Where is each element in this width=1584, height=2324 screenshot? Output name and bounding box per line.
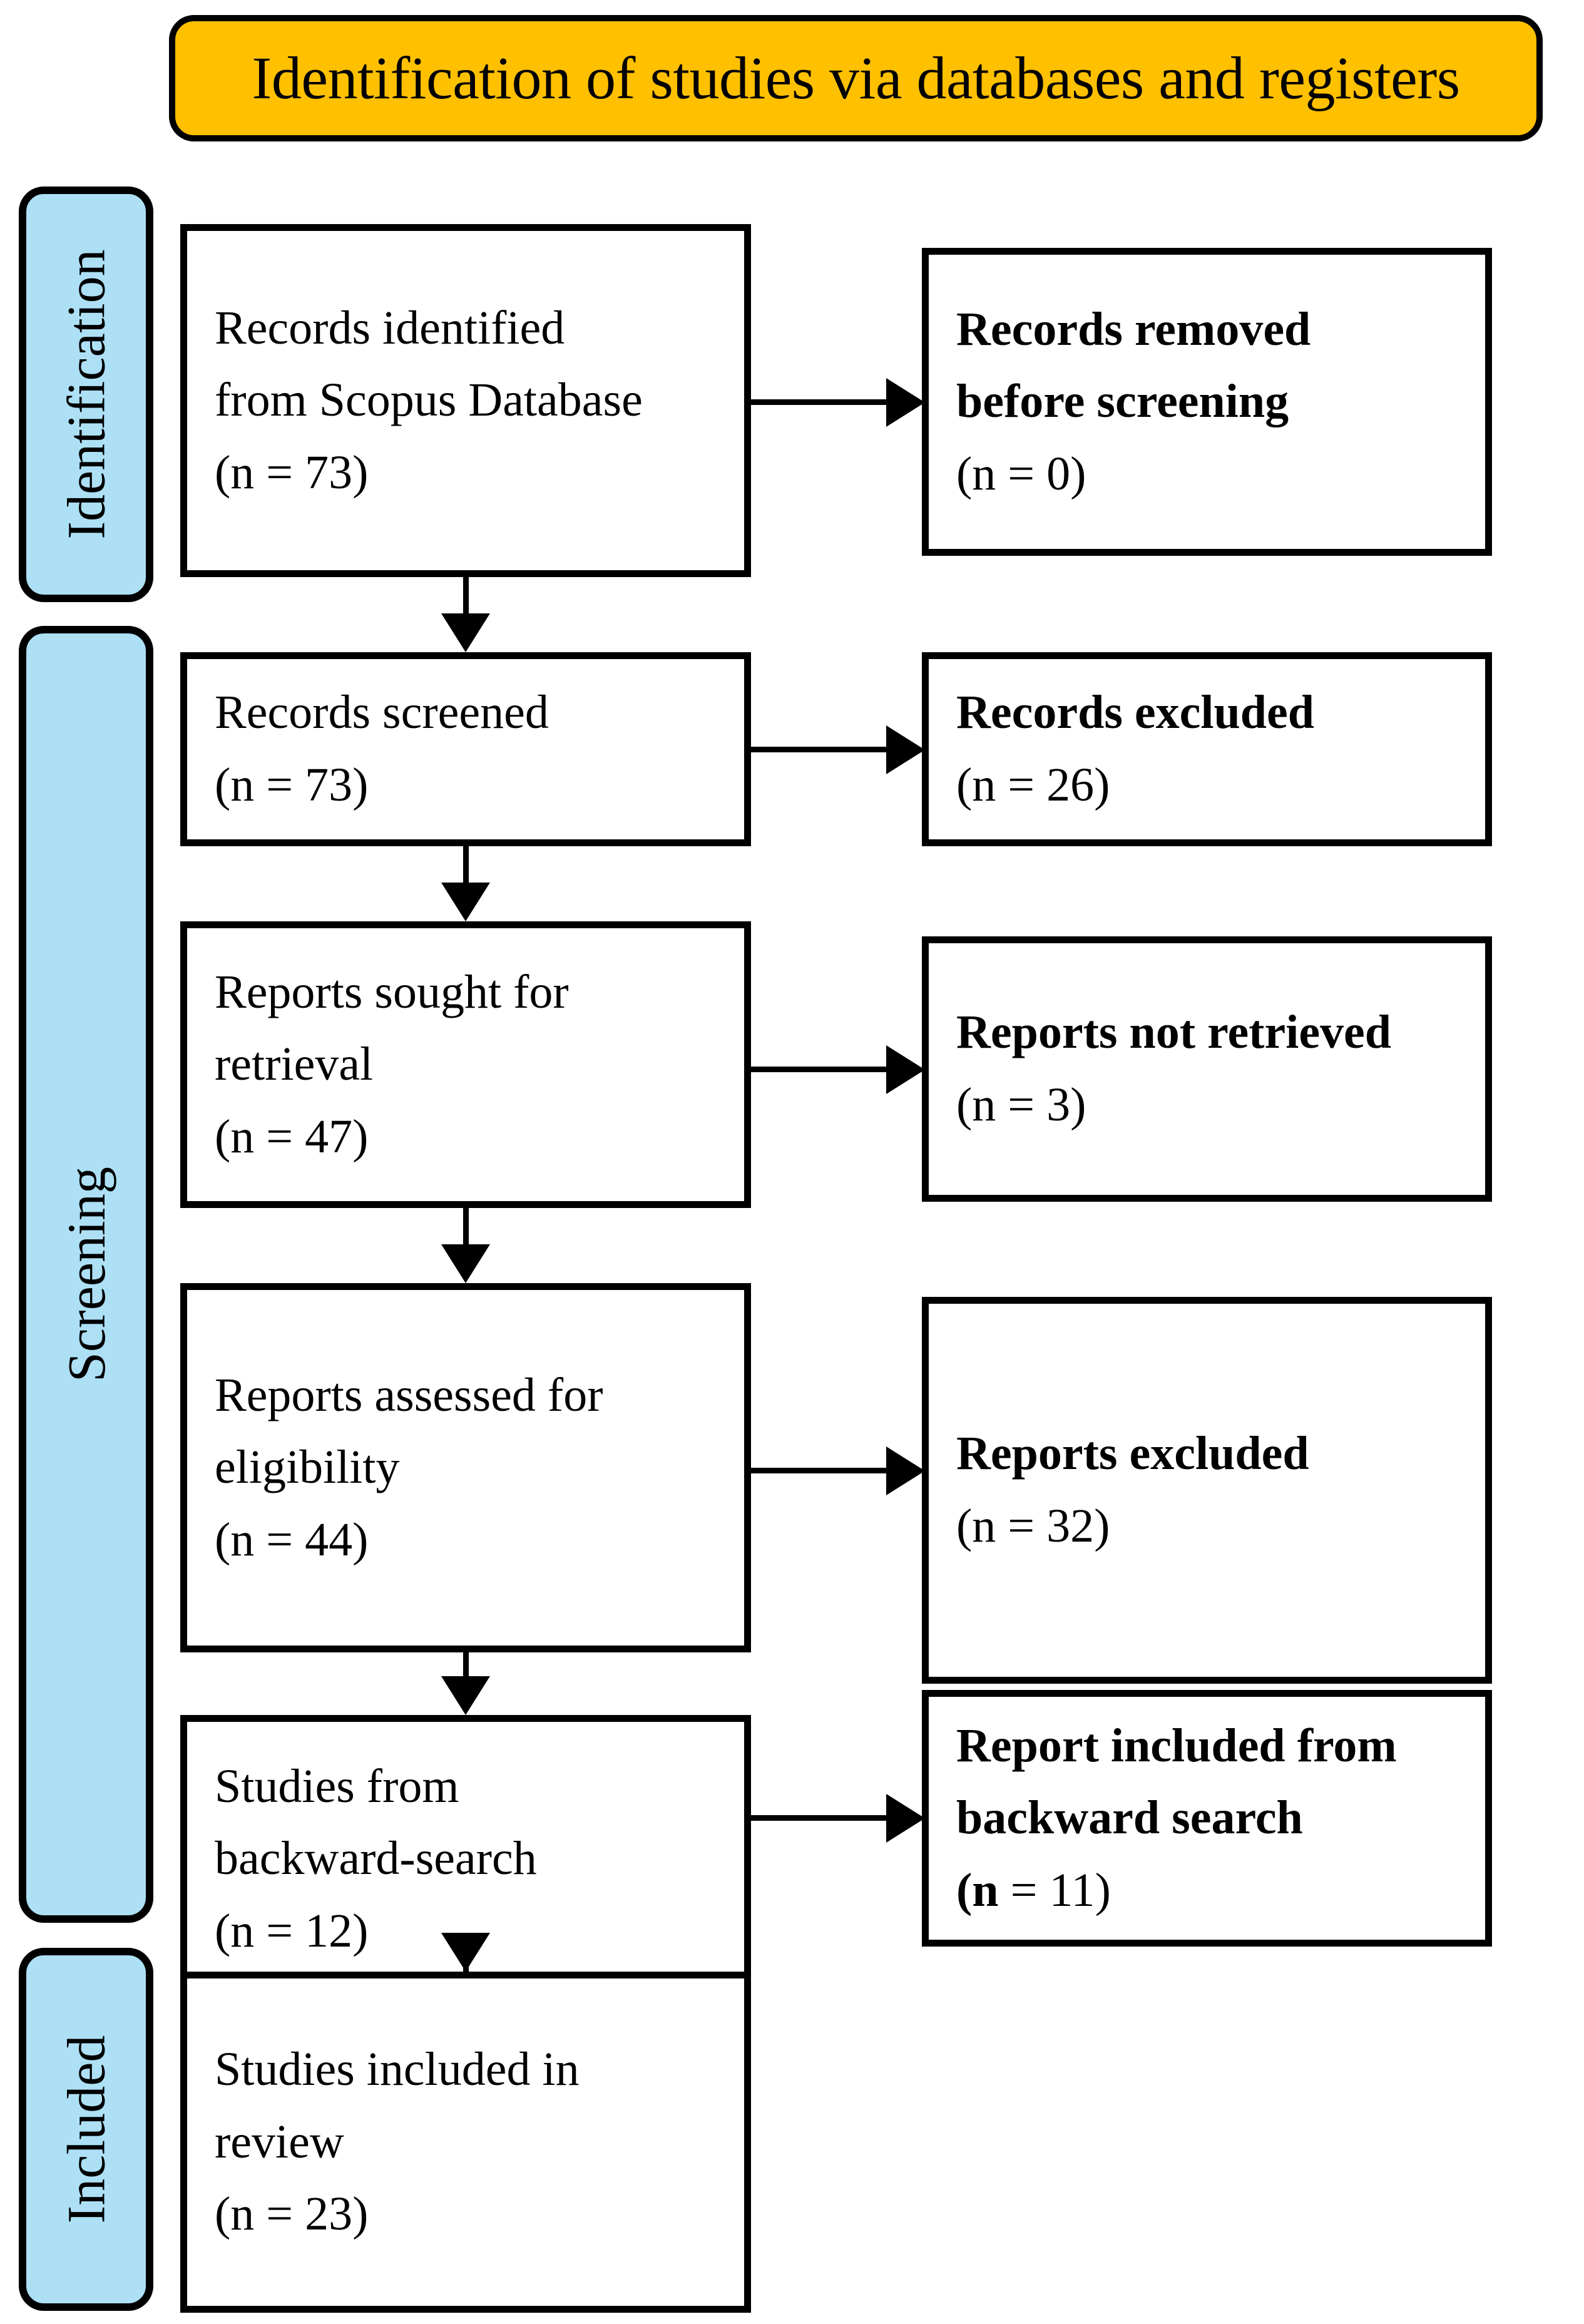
flow-box-line: Records screened <box>215 686 549 739</box>
flow-box-records-excluded: Records excluded (n = 26) <box>922 652 1492 846</box>
flow-box-reports-assessed: Reports assessed for eligibility (n = 44… <box>180 1283 751 1652</box>
flow-box-count: (n = 73) <box>215 446 369 499</box>
stage-label-included: Included <box>56 2035 116 2224</box>
flow-box-line: Records removed <box>956 302 1311 356</box>
flow-box-count: (n = 3) <box>956 1078 1086 1131</box>
stage-bar-screening: Screening <box>19 626 153 1923</box>
flow-box-line: Records excluded <box>956 686 1315 739</box>
stage-label-identification: Identification <box>56 249 116 540</box>
flow-box-reports-not-retrieved: Reports not retrieved (n = 3) <box>922 936 1492 1202</box>
flow-box-count: (n = 12) <box>215 1904 369 1957</box>
page-title: Identification of studies via databases … <box>252 44 1460 111</box>
flow-box-line: backward search <box>956 1791 1303 1845</box>
flow-box-line: Reports assessed for <box>215 1368 603 1421</box>
header-banner: Identification of studies via databases … <box>169 15 1543 141</box>
flow-box-count: (n = 73) <box>215 759 369 811</box>
flow-box-line: before screening <box>956 375 1289 428</box>
stage-bar-identification: Identification <box>19 187 153 602</box>
flow-box-line: Reports sought for <box>215 965 569 1018</box>
flow-box-count: (n = 23) <box>215 2188 369 2241</box>
flow-box-count: (n = 32) <box>956 1500 1110 1552</box>
flow-box-line: Studies from <box>215 1759 459 1813</box>
flow-box-records-identified: Records identified from Scopus Database … <box>180 224 751 577</box>
stage-label-screening: Screening <box>56 1167 116 1382</box>
flow-box-reports-excluded: Reports excluded (n = 32) <box>922 1297 1492 1684</box>
flow-box-line: Report included from <box>956 1719 1397 1772</box>
flow-box-line: Records identified <box>215 301 565 354</box>
flow-box-count: (n = 26) <box>956 759 1110 811</box>
flow-box-records-removed: Records removed before screening (n = 0) <box>922 248 1492 556</box>
flow-box-count: (n = 47) <box>215 1110 369 1163</box>
flow-box-count: (n = 11) <box>956 1863 1111 1917</box>
flow-box-count: (n = 44) <box>215 1513 369 1566</box>
flow-box-studies-included: Studies included in review (n = 23) <box>180 1972 751 2313</box>
flow-box-line: retrieval <box>215 1038 374 1091</box>
flow-box-line: review <box>215 2115 344 2168</box>
flow-box-line: Reports excluded <box>956 1427 1309 1480</box>
flow-box-line: Reports not retrieved <box>956 1006 1392 1059</box>
flow-box-line: from Scopus Database <box>215 374 643 427</box>
flow-box-line: backward-search <box>215 1832 537 1885</box>
flow-box-records-screened: Records screened (n = 73) <box>180 652 751 846</box>
stage-bar-included: Included <box>19 1948 153 2311</box>
flow-box-line: Studies included in <box>215 2043 580 2096</box>
flow-box-line: eligibility <box>215 1441 400 1494</box>
flow-box-report-included-backward: Report included from backward search (n … <box>922 1690 1492 1947</box>
flow-box-reports-sought: Reports sought for retrieval (n = 47) <box>180 921 751 1208</box>
flow-box-count: (n = 0) <box>956 447 1086 500</box>
